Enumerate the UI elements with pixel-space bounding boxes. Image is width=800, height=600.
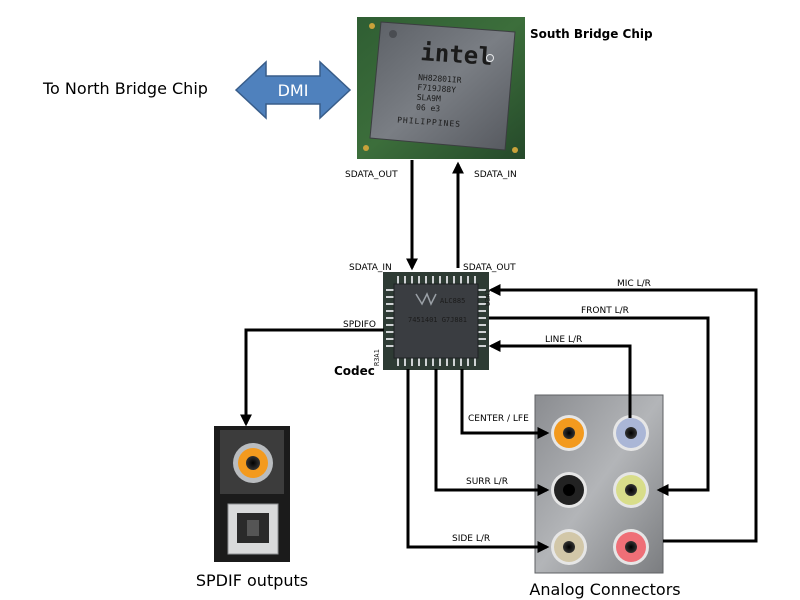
spdif-outputs-caption: SPDIF outputs [196, 571, 308, 590]
surr-wire [434, 369, 550, 496]
mic-label: MIC L/R [617, 279, 651, 289]
south-bridge-chip: intel NH82801IR F719J88Y SLA9M 06 e3 PHI… [357, 17, 525, 159]
center-lfe-label: CENTER / LFE [468, 414, 529, 424]
codec-package [393, 283, 479, 359]
analog-connectors-caption: Analog Connectors [529, 580, 680, 599]
codec-sdata-out-label: SDATA_OUT [463, 263, 516, 273]
intel-logo: intel [420, 38, 494, 71]
south-bridge-label: South Bridge Chip [530, 27, 653, 41]
jack-blue-line-in [613, 415, 649, 451]
jack-lime-front [613, 472, 649, 508]
mic-wire [488, 284, 758, 543]
front-label: FRONT L/R [581, 306, 629, 316]
jack-orange-center-lfe [551, 415, 587, 451]
center-lfe-wire [460, 369, 550, 439]
chip-part-line-5: PHILIPPINES [397, 116, 461, 129]
codec-chip-line-1: ALC885 [440, 297, 465, 305]
spdifo-label: SPDIFO [343, 320, 376, 330]
chip-part-line-1: NH82801IR [418, 73, 462, 85]
chip-part-line-4: 06 e3 [416, 103, 441, 114]
codec-chip: ALC885 7451401 G7J881 U3A1 R3A1 [373, 272, 492, 370]
codec-pin-mark-1: U3A1 [484, 289, 492, 306]
side-label: SIDE L/R [452, 534, 490, 544]
codec-label: Codec [334, 364, 375, 378]
line-label: LINE L/R [545, 335, 582, 345]
codec-sdata-in-label: SDATA_IN [349, 263, 392, 273]
codec-pin-mark-2: R3A1 [373, 349, 381, 366]
chip-part-line-3: SLA9M [416, 93, 441, 104]
jack-pink-mic [613, 529, 649, 565]
sb-sdata-out-label: SDATA_OUT [345, 170, 398, 180]
surr-label: SURR L/R [466, 477, 508, 487]
side-wire [406, 369, 550, 553]
spdifo-wire [240, 328, 384, 427]
dmi-double-arrow [234, 60, 352, 120]
chip-part-line-2: F719J88Y [417, 83, 456, 95]
jack-grey-side [551, 529, 587, 565]
chip-markings: NH82801IR F719J88Y SLA9M 06 e3 PHILIPPIN… [397, 73, 462, 129]
north-bridge-label: To North Bridge Chip [42, 79, 208, 98]
sb-sdata-in-label: SDATA_IN [474, 170, 517, 180]
codec-chip-line-2: 7451401 G7J881 [408, 316, 467, 324]
line-wire [488, 340, 632, 418]
chip-package [369, 21, 516, 151]
realtek-logo [415, 292, 437, 306]
dmi-label: DMI [278, 81, 309, 100]
front-wire [489, 316, 710, 496]
jack-black-surround [551, 472, 587, 508]
analog-connector-panel [534, 394, 664, 574]
spdif-connector-photo [214, 426, 290, 562]
